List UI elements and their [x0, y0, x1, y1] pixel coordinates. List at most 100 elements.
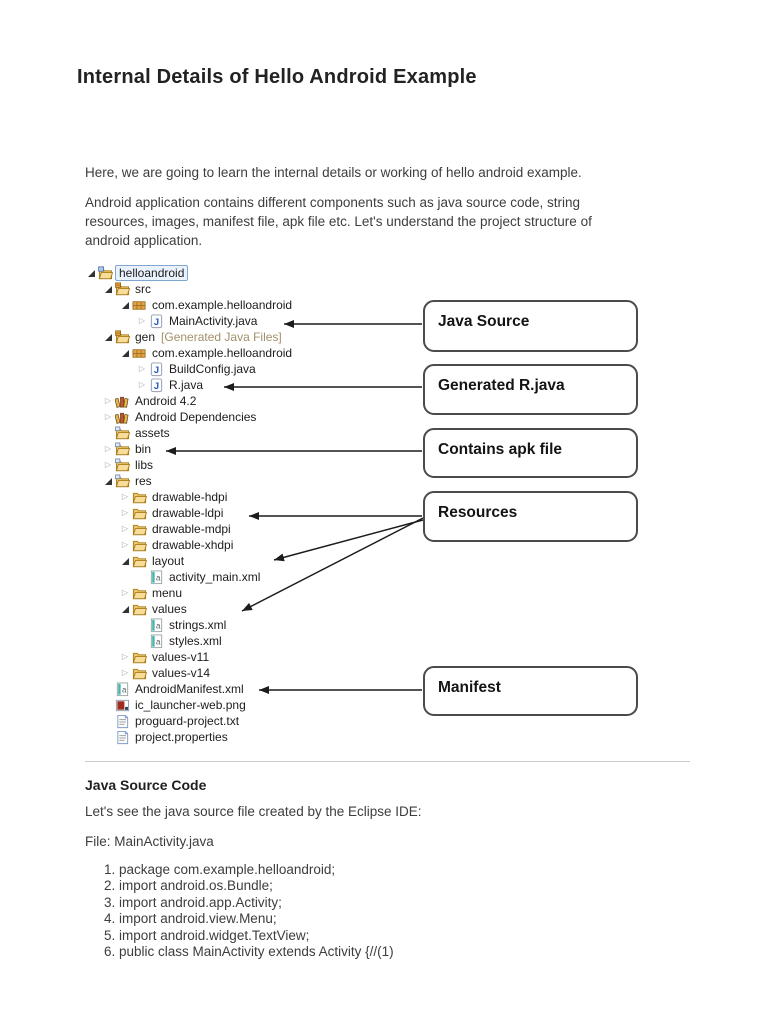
tree-item-label: proguard-project.txt: [135, 714, 240, 728]
project-folder-icon: [98, 265, 113, 281]
collapsed-icon: [102, 457, 114, 473]
tree-item-label: assets: [135, 426, 170, 440]
expander-spacer: [136, 617, 148, 633]
callout-manifest: Manifest: [423, 666, 638, 716]
xml-file-icon: a: [115, 681, 130, 697]
tree-item: helloandroid: [85, 265, 293, 281]
tree-item-label: src: [135, 282, 151, 296]
tree-item-label: values: [152, 602, 187, 616]
section-divider: [85, 761, 690, 762]
source-folder-icon: [115, 281, 130, 297]
library-icon: [115, 410, 130, 425]
tree-item: drawable-ldpi: [85, 505, 293, 521]
tree-item: values: [85, 601, 293, 617]
expander-spacer: [102, 713, 114, 729]
expanded-icon: [85, 265, 97, 281]
expanded-icon: [119, 601, 131, 617]
svg-text:a: a: [156, 621, 161, 630]
java-package-icon: [132, 346, 147, 361]
xml-file-icon: a: [149, 633, 164, 649]
section-heading: Java Source Code: [85, 777, 207, 793]
tree-item: drawable-mdpi: [85, 521, 293, 537]
tree-item-label: drawable-mdpi: [152, 522, 231, 536]
collapsed-icon: [136, 361, 148, 377]
expander-spacer: [136, 633, 148, 649]
page-title: Internal Details of Hello Android Exampl…: [77, 66, 477, 88]
tree-item-label: Android Dependencies: [135, 410, 257, 424]
callout-label: Java Source: [438, 313, 530, 330]
svg-text:a: a: [156, 573, 161, 582]
tree-item: com.example.helloandroid: [85, 297, 293, 313]
tree-item: J R.java: [85, 377, 293, 393]
tree-item-label: com.example.helloandroid: [152, 346, 293, 360]
tree-item-label: project.properties: [135, 730, 228, 744]
tree-item: gen [Generated Java Files]: [85, 329, 293, 345]
tree-item-label: menu: [152, 586, 183, 600]
folder-badge-icon: [115, 426, 130, 441]
expanded-icon: [102, 329, 114, 345]
tree-item-label: ic_launcher-web.png: [135, 698, 246, 712]
folder-open-icon: [132, 666, 147, 681]
collapsed-icon: [119, 585, 131, 601]
tree-item-label: helloandroid: [115, 265, 189, 281]
callout-contains-apk: Contains apk file: [423, 428, 638, 478]
callout-label: Manifest: [438, 679, 501, 696]
tree-item: values-v11: [85, 649, 293, 665]
folder-badge-icon: [115, 474, 130, 489]
source-folder-icon: [115, 329, 130, 345]
tree-item: assets: [85, 425, 293, 441]
tree-item-label: gen: [135, 330, 156, 344]
svg-text:a: a: [122, 685, 127, 694]
folder-open-icon: [132, 602, 147, 617]
expanded-icon: [102, 473, 114, 489]
collapsed-icon: [119, 505, 131, 521]
tree-item: layout: [85, 553, 293, 569]
folder-open-icon: [132, 554, 147, 569]
tree-item: a strings.xml: [85, 617, 293, 633]
folder-badge-icon: [115, 458, 130, 473]
tree-item-decoration: [Generated Java Files]: [161, 330, 282, 344]
tree-item-label: bin: [135, 442, 152, 456]
intro-paragraph-1: Here, we are going to learn the internal…: [85, 165, 582, 180]
tree-item: proguard-project.txt: [85, 713, 293, 729]
tree-item: Android 4.2: [85, 393, 293, 409]
image-file-icon: [115, 698, 130, 713]
java-file-icon: J: [149, 313, 164, 329]
folder-open-icon: [132, 490, 147, 505]
code-listing: 1. package com.example.helloandroid; 2. …: [104, 862, 394, 960]
tree-item: project.properties: [85, 729, 293, 745]
tree-item: libs: [85, 457, 293, 473]
tree-item: values-v14: [85, 665, 293, 681]
tree-item: src: [85, 281, 293, 297]
java-file-icon: J: [149, 377, 164, 393]
svg-text:J: J: [154, 365, 159, 375]
xml-file-icon: a: [149, 569, 164, 585]
tree-item-label: R.java: [169, 378, 204, 392]
callout-label: Generated R.java: [438, 377, 565, 394]
tree-item-label: activity_main.xml: [169, 570, 261, 584]
collapsed-icon: [136, 377, 148, 393]
tree-item: drawable-hdpi: [85, 489, 293, 505]
tree-item-label: layout: [152, 554, 185, 568]
expanded-icon: [119, 297, 131, 313]
collapsed-icon: [119, 537, 131, 553]
java-file-icon: J: [149, 361, 164, 377]
folder-badge-icon: [115, 442, 130, 457]
callout-generated-rjava: Generated R.java: [423, 364, 638, 415]
tree-item-label: res: [135, 474, 152, 488]
intro-paragraph-2: Android application contains different c…: [85, 195, 592, 248]
expander-spacer: [102, 425, 114, 441]
text-file-icon: [115, 714, 130, 729]
tree-item-label: Android 4.2: [135, 394, 197, 408]
tree-item: drawable-xhdpi: [85, 537, 293, 553]
tree-item: menu: [85, 585, 293, 601]
tree-item-label: strings.xml: [169, 618, 227, 632]
collapsed-icon: [119, 649, 131, 665]
tree-item-label: drawable-xhdpi: [152, 538, 234, 552]
collapsed-icon: [102, 393, 114, 409]
